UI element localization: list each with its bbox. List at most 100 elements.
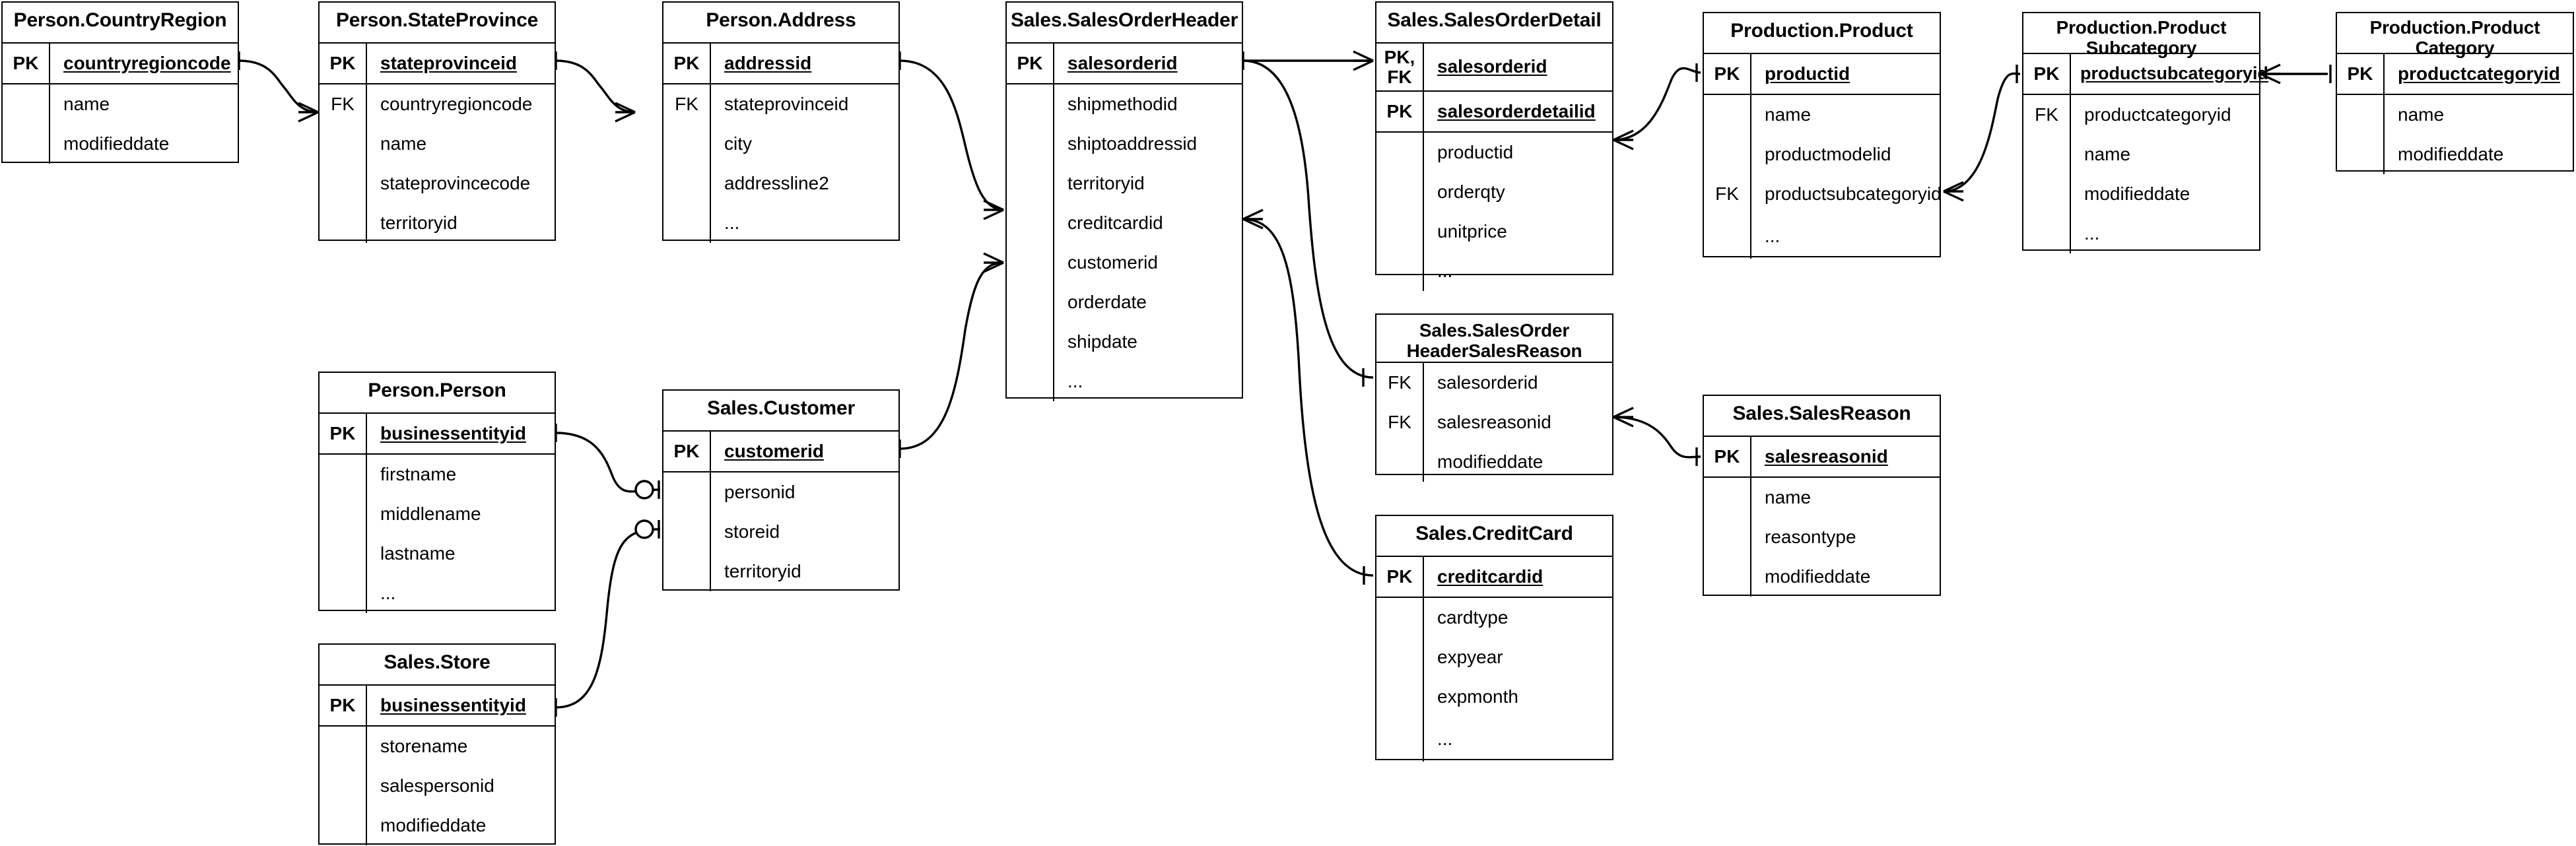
- attribute-row[interactable]: expmonth: [1376, 677, 1612, 717]
- attribute-row[interactable]: name: [2023, 135, 2259, 174]
- attribute-row[interactable]: territoryid: [663, 552, 898, 591]
- attribute-row[interactable]: PK productsubcategoryid: [2023, 54, 2268, 94]
- attribute-row[interactable]: modifieddate: [320, 806, 555, 845]
- attribute-row[interactable]: shipdate: [1007, 322, 1242, 362]
- attribute-row[interactable]: territoryid: [1007, 164, 1242, 203]
- attribute-row[interactable]: PK addressid: [663, 44, 898, 83]
- attribute-row[interactable]: ...: [1376, 717, 1612, 762]
- attribute-row[interactable]: ...: [663, 203, 898, 243]
- entity-attribute-section: name modifieddate: [3, 83, 238, 164]
- attribute-row[interactable]: ...: [2023, 214, 2259, 253]
- attribute-row[interactable]: PK salesorderdetailid: [1376, 92, 1612, 131]
- entity-person-person[interactable]: Person.Person PK businessentityid firstn…: [318, 372, 556, 613]
- attribute-row[interactable]: FK salesreasonid: [1376, 403, 1612, 442]
- attribute-row[interactable]: personid: [663, 472, 898, 512]
- attribute-row[interactable]: FK countryregioncode: [320, 84, 555, 124]
- attribute-row[interactable]: name: [2337, 95, 2573, 135]
- attribute-row[interactable]: name: [1704, 95, 1940, 135]
- attribute-row[interactable]: PK businessentityid: [320, 686, 555, 725]
- attribute-row[interactable]: PK businessentityid: [320, 414, 555, 453]
- attribute-row[interactable]: shiptoaddressid: [1007, 124, 1242, 164]
- attribute-row[interactable]: modifieddate: [1376, 442, 1612, 482]
- attribute-row[interactable]: PK salesorderid: [1007, 44, 1242, 83]
- entity-sales-salesorderheadersalesreason[interactable]: Sales.SalesOrder HeaderSalesReason FK sa…: [1375, 313, 1613, 482]
- entity-key-section: PK addressid: [663, 44, 898, 83]
- attribute-row[interactable]: lastname: [320, 534, 555, 573]
- entity-production-productcategory[interactable]: Production.Product Category PK productca…: [2336, 12, 2574, 174]
- attribute-row[interactable]: reasontype: [1704, 517, 1940, 557]
- entity-sales-salesreason[interactable]: Sales.SalesReason PK salesreasonid name …: [1703, 395, 1941, 597]
- key-label: [1007, 124, 1054, 164]
- attribute-row[interactable]: territoryid: [320, 203, 555, 243]
- attribute-row[interactable]: ...: [1704, 214, 1940, 259]
- key-label: FK: [663, 84, 711, 124]
- attribute-row[interactable]: cardtype: [1376, 598, 1612, 637]
- entity-sales-customer[interactable]: Sales.Customer PK customerid personid st…: [662, 389, 900, 591]
- attribute-row[interactable]: PK productid: [1704, 54, 1940, 94]
- attribute-row[interactable]: orderdate: [1007, 282, 1242, 322]
- attribute-row[interactable]: name: [3, 84, 238, 124]
- attribute-row[interactable]: ...: [1376, 251, 1612, 291]
- attribute-row[interactable]: modifieddate: [2023, 174, 2259, 214]
- entity-key-section: PK businessentityid: [320, 686, 555, 725]
- attribute-row[interactable]: salespersonid: [320, 766, 555, 806]
- entity-person-countryregion[interactable]: Person.CountryRegion PK countryregioncod…: [1, 1, 239, 164]
- attribute-name: expyear: [1437, 646, 1503, 667]
- entity-key-section: PK customerid: [663, 432, 898, 471]
- relationship-salesorderheader-creditcard: [1242, 209, 1374, 585]
- attribute-row[interactable]: firstname: [320, 455, 555, 494]
- attribute-row[interactable]: FK productcategoryid: [2023, 95, 2259, 135]
- attribute-row[interactable]: name: [320, 124, 555, 164]
- attribute-row[interactable]: PK stateprovinceid: [320, 44, 555, 83]
- attribute-row[interactable]: PK countryregioncode: [3, 44, 238, 83]
- attribute-row[interactable]: middlename: [320, 494, 555, 534]
- attribute-row[interactable]: modifieddate: [1704, 557, 1940, 597]
- key-label: FK: [1376, 363, 1424, 403]
- attribute-row[interactable]: PK customerid: [663, 432, 898, 471]
- key-label: PK: [663, 44, 711, 83]
- attribute-row[interactable]: orderqty: [1376, 172, 1612, 212]
- key-label: [1376, 717, 1424, 762]
- attribute-row[interactable]: PK creditcardid: [1376, 557, 1612, 597]
- relationship-product-productsubcategory: [1943, 65, 2021, 202]
- attribute-row[interactable]: city: [663, 124, 898, 164]
- entity-title: Sales.SalesOrderDetail: [1376, 3, 1612, 44]
- attribute-row[interactable]: creditcardid: [1007, 203, 1242, 243]
- entity-person-address[interactable]: Person.Address PK addressid FK stateprov…: [662, 1, 900, 243]
- key-label: PK: [1007, 44, 1054, 83]
- entity-production-productsubcategory[interactable]: Production.Product Subcategory PK produc…: [2022, 12, 2268, 253]
- attribute-row[interactable]: PK, FK salesorderid: [1376, 44, 1612, 90]
- attribute-row[interactable]: FK salesorderid: [1376, 363, 1612, 403]
- entity-person-stateprovince[interactable]: Person.StateProvince PK stateprovinceid …: [318, 1, 556, 243]
- attribute-row[interactable]: ...: [320, 573, 555, 613]
- attribute-row[interactable]: PK salesreasonid: [1704, 437, 1940, 476]
- attribute-row[interactable]: storename: [320, 727, 555, 766]
- attribute-row[interactable]: unitprice: [1376, 212, 1612, 251]
- attribute-row[interactable]: modifieddate: [3, 124, 238, 164]
- entity-title: Production.Product Subcategory: [2023, 13, 2259, 58]
- attribute-row[interactable]: FK stateprovinceid: [663, 84, 898, 124]
- attribute-row[interactable]: storeid: [663, 512, 898, 552]
- attribute-row[interactable]: PK productcategoryid: [2337, 54, 2573, 94]
- key-label: PK: [663, 432, 711, 471]
- attribute-row[interactable]: productid: [1376, 133, 1612, 172]
- entity-sales-creditcard[interactable]: Sales.CreditCard PK creditcardid cardtyp…: [1375, 515, 1613, 762]
- key-label: PK, FK: [1376, 44, 1424, 90]
- attribute-row[interactable]: ...: [1007, 362, 1242, 401]
- entity-sales-store[interactable]: Sales.Store PK businessentityid storenam…: [318, 643, 556, 845]
- attribute-row[interactable]: productmodelid: [1704, 135, 1940, 174]
- attribute-row[interactable]: addressline2: [663, 164, 898, 203]
- attribute-row[interactable]: modifieddate: [2337, 135, 2573, 174]
- key-label: FK: [320, 84, 367, 124]
- entity-sales-salesorderheader[interactable]: Sales.SalesOrderHeader PK salesorderid s…: [1005, 1, 1243, 401]
- entity-key-section-secondary: PK salesorderdetailid: [1376, 90, 1612, 131]
- attribute-row[interactable]: stateprovincecode: [320, 164, 555, 203]
- attribute-row[interactable]: FK productsubcategoryid: [1704, 174, 1942, 214]
- entity-title: Production.Product Category: [2337, 13, 2573, 58]
- attribute-row[interactable]: shipmethodid: [1007, 84, 1242, 124]
- attribute-row[interactable]: name: [1704, 478, 1940, 517]
- attribute-row[interactable]: expyear: [1376, 637, 1612, 677]
- entity-sales-salesorderdetail[interactable]: Sales.SalesOrderDetail PK, FK salesorder…: [1375, 1, 1613, 291]
- attribute-row[interactable]: customerid: [1007, 243, 1242, 282]
- entity-production-product[interactable]: Production.Product PK productid name pro…: [1703, 12, 1942, 259]
